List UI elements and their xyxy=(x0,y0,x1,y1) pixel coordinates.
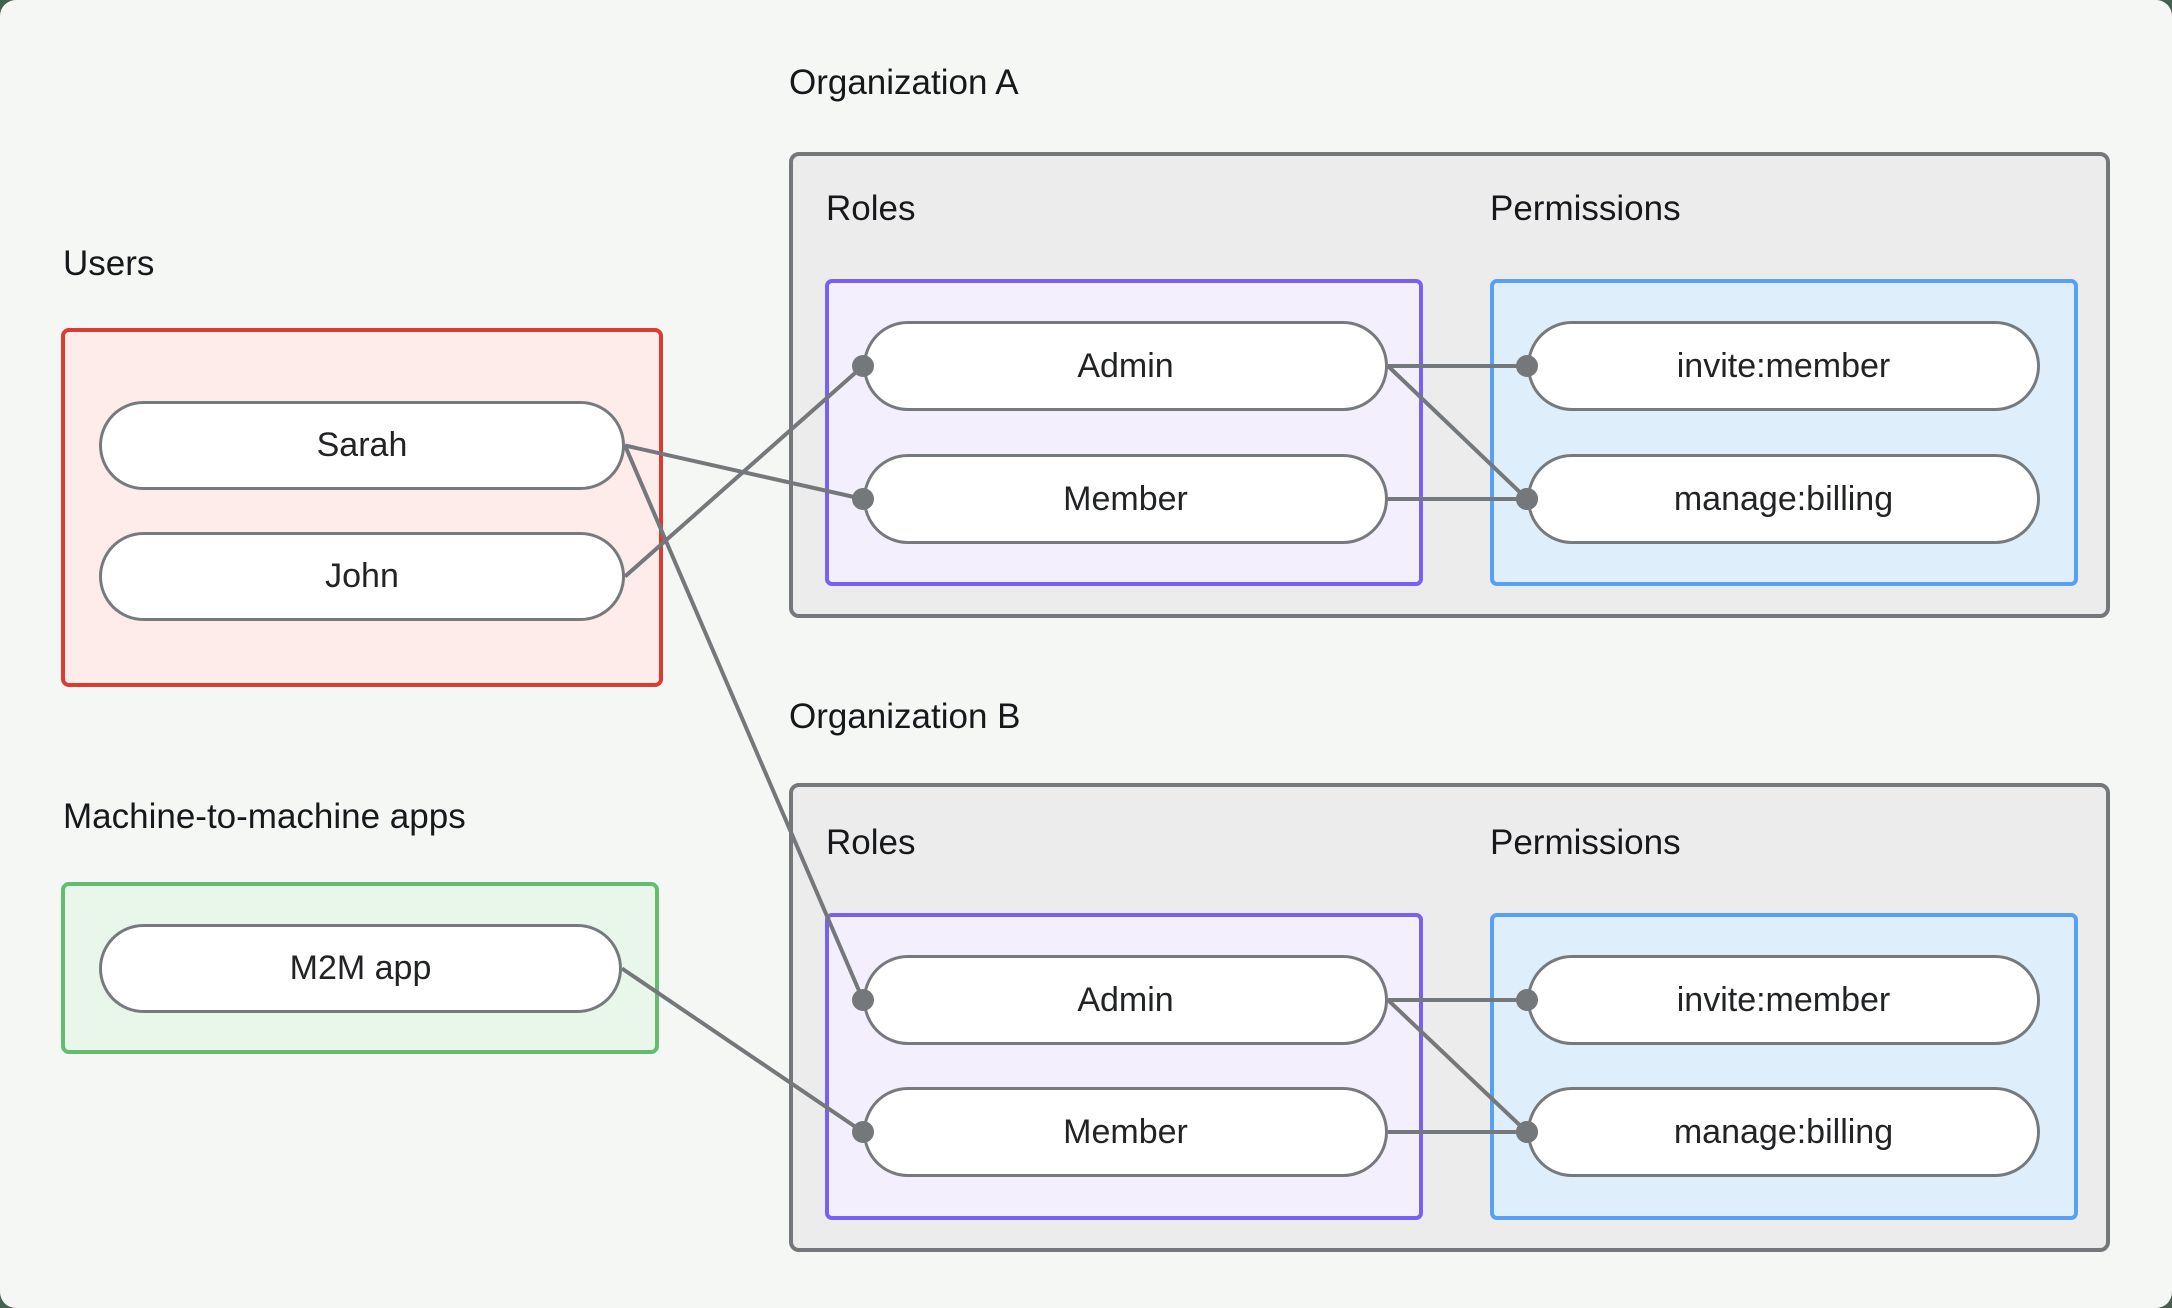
org-a-title: Organization A xyxy=(789,63,1019,102)
org-b-permission-pill-invite-member: invite:member xyxy=(1527,955,2040,1045)
org-b-permission-manage-label: manage:billing xyxy=(1673,1112,1894,1151)
org-b-permission-pill-manage-billing: manage:billing xyxy=(1527,1087,2040,1177)
org-b-title: Organization B xyxy=(789,697,1021,736)
org-a-role-pill-member: Member xyxy=(863,454,1388,544)
user-pill-sarah: Sarah xyxy=(99,401,625,490)
user-pill-sarah-label: Sarah xyxy=(316,426,408,464)
org-b-role-member-label: Member xyxy=(1063,1112,1188,1151)
org-a-permission-manage-label: manage:billing xyxy=(1673,479,1894,518)
org-b-role-admin-label: Admin xyxy=(1077,980,1174,1019)
org-b-roles-label: Roles xyxy=(826,823,916,862)
users-group-label: Users xyxy=(63,244,155,283)
org-b-role-pill-member: Member xyxy=(863,1087,1388,1177)
org-a-role-pill-admin: Admin xyxy=(863,321,1388,411)
m2m-app-pill: M2M app xyxy=(99,924,622,1013)
user-pill-john-label: John xyxy=(325,557,399,595)
org-a-role-member-label: Member xyxy=(1063,479,1188,518)
m2m-group-label: Machine-to-machine apps xyxy=(63,797,466,836)
org-a-role-admin-label: Admin xyxy=(1077,346,1174,385)
org-b-role-pill-admin: Admin xyxy=(863,955,1388,1045)
org-a-permission-pill-invite-member: invite:member xyxy=(1527,321,2040,411)
org-b-permission-invite-label: invite:member xyxy=(1676,980,1891,1019)
org-a-roles-label: Roles xyxy=(826,189,916,228)
users-group-box xyxy=(61,328,663,687)
user-pill-john: John xyxy=(99,532,625,621)
m2m-app-pill-label: M2M app xyxy=(289,949,432,987)
org-a-permissions-label: Permissions xyxy=(1490,189,1681,228)
org-b-permissions-label: Permissions xyxy=(1490,823,1681,862)
org-a-permission-pill-manage-billing: manage:billing xyxy=(1527,454,2040,544)
org-a-permission-invite-label: invite:member xyxy=(1676,346,1891,385)
